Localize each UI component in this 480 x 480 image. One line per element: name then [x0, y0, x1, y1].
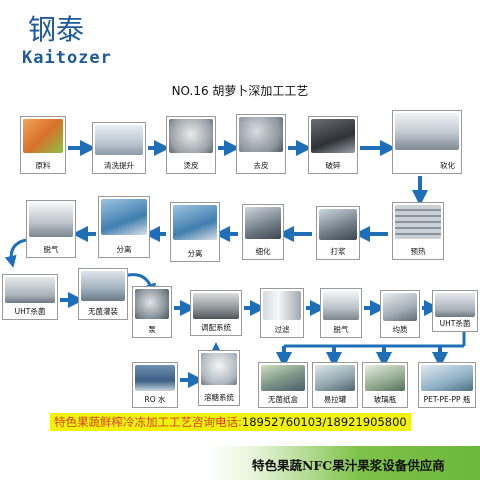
diagram-title: NO.16 胡萝卜深加工工艺: [171, 84, 309, 98]
step-label: 预热: [410, 247, 426, 256]
preheater-image: [395, 205, 441, 239]
step-label: 打浆: [330, 247, 346, 256]
step-label: 破碎: [325, 161, 341, 170]
banner-text: 特色果蔬NFC果汁果浆设备供应商: [252, 458, 445, 473]
step-degas-1: 脱气: [26, 200, 76, 258]
step-label: 细化: [255, 247, 271, 256]
step-uht-sterilize-2: UHT杀菌: [432, 290, 478, 332]
step-label: 玻璃瓶: [373, 395, 397, 404]
step-uht-sterilize-1: UHT杀菌: [2, 274, 58, 320]
blancher-image: [169, 119, 213, 153]
brand-name-en: Kaitozer: [22, 48, 112, 68]
step-blend-system: 调配系统: [190, 290, 242, 336]
step-label: UHT杀菌: [439, 319, 471, 328]
step-filter: 过滤: [260, 288, 304, 338]
blending-tanks-image: [193, 293, 239, 320]
step-label: 过滤: [274, 325, 290, 334]
carton-line-image: [261, 365, 305, 392]
step-label: 去皮: [253, 161, 269, 170]
arrow-degas1-uht1: [4, 238, 27, 268]
homogenizer-image: [383, 293, 417, 321]
step-separate-1: 分离: [98, 196, 150, 258]
step-label: 脱气: [333, 325, 349, 334]
step-sugar-system: 溶糖系统: [198, 350, 240, 406]
step-soften: 软化: [392, 110, 462, 174]
step-pet-bottle: PET-PE-PP 瓶: [418, 362, 476, 408]
filter-image: [263, 291, 301, 320]
step-label: 分离: [116, 245, 132, 254]
pump-image: [135, 289, 169, 319]
contact-line: 特色果蔬鲜榨冷冻加工工艺咨询电话:18952760103/18921905800: [50, 413, 411, 431]
step-label: RO 水: [144, 395, 166, 404]
step-separate-2: 分离: [170, 202, 220, 262]
step-aseptic-fill: 无菌灌装: [78, 268, 128, 320]
filler-image: [81, 271, 125, 301]
step-raw-material: 原料: [20, 116, 66, 174]
uht-image: [5, 277, 55, 304]
step-glass-bottle: 玻璃瓶: [362, 362, 408, 408]
step-label: 分离: [187, 249, 203, 258]
deaerator-image: [29, 203, 73, 237]
step-label: 原料: [35, 161, 51, 170]
step-label: 易拉罐: [323, 395, 347, 404]
step-label: 泵: [148, 325, 156, 334]
step-label: 均质: [392, 325, 408, 334]
step-label: 溶糖系统: [204, 393, 234, 402]
uht-image: [435, 293, 475, 317]
step-blanch: 烫皮: [166, 116, 216, 174]
step-wash-lift: 清洗提升: [92, 122, 146, 174]
pulper-image: [319, 209, 357, 241]
can-line-image: [315, 365, 355, 392]
step-preheat: 预热: [392, 202, 444, 260]
step-ro-water: RO 水: [132, 362, 178, 408]
refiner-image: [245, 207, 281, 240]
step-label: 无菌灌装: [88, 307, 118, 316]
step-refine: 细化: [242, 204, 284, 260]
supplier-banner: 特色果蔬NFC果汁果浆设备供应商: [208, 446, 480, 480]
step-label: 清洗提升: [104, 161, 134, 170]
contact-phone: 18952760103/18921905800: [241, 415, 407, 429]
step-can: 易拉罐: [312, 362, 358, 408]
brand-name-cn: 钢泰: [28, 13, 85, 46]
step-label: 脱气: [43, 245, 59, 254]
contact-label: 特色果蔬鲜榨冷冻加工工艺咨询电话:: [54, 415, 242, 429]
pet-line-image: [421, 365, 473, 392]
crusher-image: [311, 119, 355, 153]
step-aseptic-carton: 无菌纸盒: [258, 362, 308, 408]
step-pulp: 打浆: [316, 206, 360, 260]
ro-system-image: [135, 365, 175, 392]
deaerator-image: [323, 291, 359, 320]
peeler-image: [239, 117, 283, 152]
carrot-image: [23, 119, 63, 153]
step-homogenize: 均质: [380, 290, 420, 338]
sugar-tank-image: [201, 353, 237, 386]
step-label: 调配系统: [201, 323, 231, 332]
step-peel: 去皮: [236, 114, 286, 174]
glass-line-image: [365, 365, 405, 392]
separator-image: [101, 199, 147, 235]
step-label: PET-PE-PP 瓶: [423, 395, 471, 404]
step-crush: 破碎: [308, 116, 358, 174]
step-label: UHT杀菌: [14, 307, 46, 316]
washer-image: [95, 125, 143, 155]
softener-image: [395, 113, 459, 151]
step-label: 烫皮: [183, 161, 199, 170]
step-pump: 泵: [132, 286, 172, 338]
step-label: 软化: [440, 161, 455, 170]
separator-image: [173, 205, 217, 240]
step-degas-2: 脱气: [320, 288, 362, 338]
step-label: 无菌纸盒: [268, 395, 298, 404]
